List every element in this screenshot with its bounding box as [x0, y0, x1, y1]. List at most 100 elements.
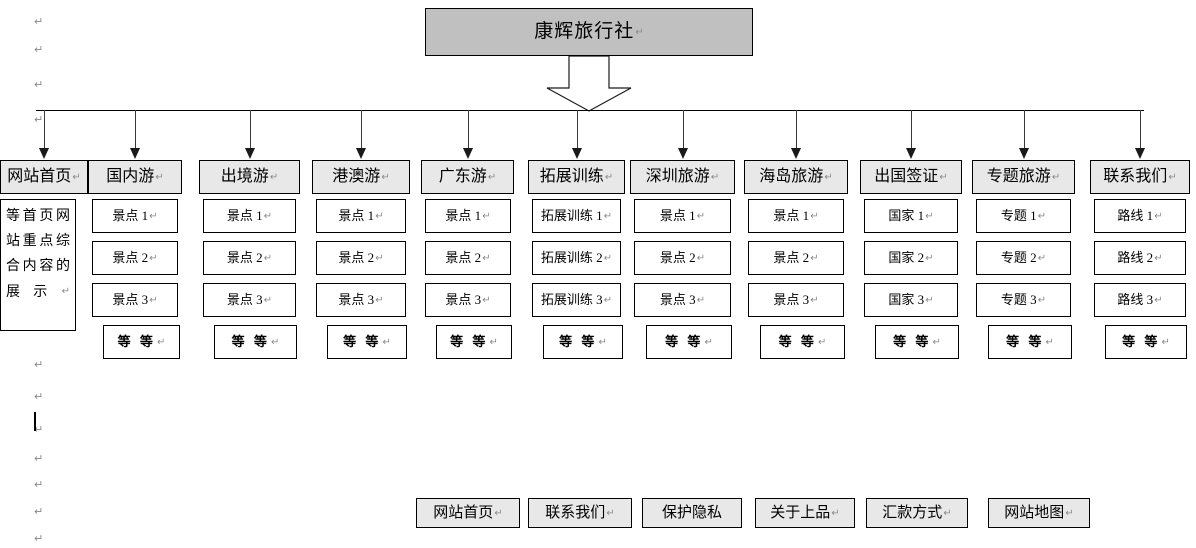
child-box-c4-r3[interactable]: 景点 3↵: [316, 283, 406, 317]
margin-paragraph-mark-icon: ↵: [34, 390, 44, 403]
paragraph-mark-icon: ↵: [489, 336, 498, 348]
footer-link-5[interactable]: 汇款方式↵: [866, 498, 968, 528]
paragraph-mark-icon: ↵: [810, 294, 819, 306]
child-box-c2-r2[interactable]: 景点 2↵: [92, 241, 178, 275]
margin-paragraph-mark-icon: ↵: [34, 478, 44, 491]
category-header-11[interactable]: 联系我们↵: [1090, 160, 1190, 194]
homepage-description-textbox[interactable]: 等首页网站重点综合内容的展示↵: [0, 199, 76, 331]
footer-link-2[interactable]: 联系我们↵: [528, 498, 632, 528]
margin-paragraph-mark-icon: ↵: [34, 423, 44, 436]
category-header-2[interactable]: 国内游↵: [88, 160, 182, 194]
child-box-c11-r3[interactable]: 路线 3↵: [1094, 283, 1186, 317]
paragraph-mark-icon: ↵: [696, 294, 706, 306]
child-box-c2-r3[interactable]: 景点 3↵: [92, 283, 178, 317]
child-box-c11-r1[interactable]: 路线 1↵: [1094, 199, 1186, 233]
child-box-label: 等 等: [1122, 333, 1161, 349]
child-box-c4-r4[interactable]: 等 等↵: [327, 325, 407, 359]
child-box-c7-r2[interactable]: 景点 2↵: [634, 241, 731, 275]
paragraph-mark-icon: ↵: [482, 252, 491, 264]
child-box-c8-r1[interactable]: 景点 1↵: [748, 199, 844, 233]
category-header-1[interactable]: 网站首页↵: [0, 160, 88, 194]
category-header-4[interactable]: 港澳游↵: [312, 160, 410, 194]
child-box-c5-r3[interactable]: 景点 3↵: [425, 283, 511, 317]
category-header-6[interactable]: 拓展训练↵: [528, 160, 625, 194]
child-box-c5-r1[interactable]: 景点 1↵: [425, 199, 511, 233]
paragraph-mark-icon: ↵: [375, 210, 384, 222]
child-box-label: 景点 3: [226, 291, 263, 307]
connector-stem: [577, 110, 578, 152]
category-header-label: 港澳游: [332, 168, 381, 186]
child-box-c3-r4[interactable]: 等 等↵: [214, 325, 297, 359]
root-node-kanghui-travel[interactable]: 康辉旅行社↵: [425, 8, 753, 56]
child-box-c5-r4[interactable]: 等 等↵: [436, 325, 512, 359]
footer-link-label: 汇款方式: [882, 504, 943, 521]
category-header-3[interactable]: 出境游↵: [199, 160, 300, 194]
category-header-7[interactable]: 深圳旅游↵: [630, 160, 735, 194]
category-header-label: 联系我们: [1103, 168, 1168, 186]
child-box-c2-r1[interactable]: 景点 1↵: [92, 199, 178, 233]
category-header-5[interactable]: 广东游↵: [421, 160, 514, 194]
child-box-c8-r4[interactable]: 等 等↵: [760, 325, 845, 359]
child-box-c7-r1[interactable]: 景点 1↵: [634, 199, 731, 233]
margin-paragraph-mark-icon: ↵: [34, 452, 44, 465]
child-box-c3-r2[interactable]: 景点 2↵: [203, 241, 296, 275]
child-box-c8-r2[interactable]: 景点 2↵: [748, 241, 844, 275]
paragraph-mark-icon: ↵: [482, 294, 491, 306]
child-box-c3-r1[interactable]: 景点 1↵: [203, 199, 296, 233]
child-box-label: 景点 2: [112, 249, 149, 265]
child-box-label: 专题 2: [1000, 249, 1037, 265]
category-header-9[interactable]: 出国签证↵: [860, 160, 962, 194]
paragraph-mark-icon: ↵: [375, 252, 384, 264]
paragraph-mark-icon: ↵: [149, 252, 158, 264]
paragraph-mark-icon: ↵: [494, 507, 503, 519]
child-box-c9-r4[interactable]: 等 等↵: [875, 325, 959, 359]
paragraph-mark-icon: ↵: [487, 171, 497, 183]
paragraph-mark-icon: ↵: [72, 171, 81, 183]
child-box-label: 景点 1: [112, 207, 149, 223]
paragraph-mark-icon: ↵: [263, 210, 273, 222]
child-box-c5-r2[interactable]: 景点 2↵: [425, 241, 511, 275]
paragraph-mark-icon: ↵: [1037, 252, 1047, 264]
child-box-c6-r4[interactable]: 等 等↵: [543, 325, 623, 359]
connector-stem: [468, 110, 469, 152]
child-box-c9-r2[interactable]: 国家 2↵: [864, 241, 958, 275]
child-box-c6-r2[interactable]: 拓展训练 2↵: [532, 241, 621, 275]
child-box-c9-r1[interactable]: 国家 1↵: [864, 199, 958, 233]
paragraph-mark-icon: ↵: [710, 171, 720, 183]
footer-link-1[interactable]: 网站首页↵: [416, 498, 520, 528]
category-header-8[interactable]: 海岛旅游↵: [744, 160, 848, 194]
paragraph-mark-icon: ↵: [1045, 336, 1054, 348]
child-box-c4-r1[interactable]: 景点 1↵: [316, 199, 406, 233]
child-box-c7-r3[interactable]: 景点 3↵: [634, 283, 731, 317]
root-node-label: 康辉旅行社: [534, 20, 635, 42]
margin-paragraph-mark-icon: ↵: [34, 43, 44, 56]
child-box-c8-r3[interactable]: 景点 3↵: [748, 283, 844, 317]
child-box-c10-r4[interactable]: 等 等↵: [988, 325, 1072, 359]
child-box-c10-r1[interactable]: 专题 1↵: [976, 199, 1071, 233]
child-box-c9-r3[interactable]: 国家 3↵: [864, 283, 958, 317]
child-box-c10-r2[interactable]: 专题 2↵: [976, 241, 1071, 275]
footer-link-6[interactable]: 网站地图↵: [988, 498, 1090, 528]
connector-arrowhead-icon: [678, 148, 688, 159]
footer-link-4[interactable]: 关于上品↵: [755, 498, 855, 528]
child-box-label: 景点 2: [226, 249, 263, 265]
paragraph-mark-icon: ↵: [810, 210, 819, 222]
child-box-c10-r3[interactable]: 专题 3↵: [976, 283, 1071, 317]
category-header-10[interactable]: 专题旅游↵: [972, 160, 1075, 194]
child-box-label: 国家 2: [888, 249, 925, 265]
child-box-c4-r2[interactable]: 景点 2↵: [316, 241, 406, 275]
footer-link-label: 关于上品: [770, 504, 831, 521]
child-box-c6-r1[interactable]: 拓展训练 1↵: [532, 199, 621, 233]
homepage-description-text: 等首页网站重点综合内容的展示: [6, 209, 70, 300]
child-box-c3-r3[interactable]: 景点 3↵: [203, 283, 296, 317]
child-box-c2-r4[interactable]: 等 等↵: [103, 325, 180, 359]
margin-paragraph-mark-icon: ↵: [34, 78, 44, 91]
child-box-c6-r3[interactable]: 拓展训练 3↵: [532, 283, 621, 317]
paragraph-mark-icon: ↵: [1154, 252, 1163, 264]
paragraph-mark-icon: ↵: [1037, 294, 1047, 306]
paragraph-mark-icon: ↵: [704, 336, 713, 348]
child-box-c7-r4[interactable]: 等 等↵: [646, 325, 732, 359]
footer-link-3[interactable]: 保护隐私: [642, 498, 742, 528]
child-box-c11-r4[interactable]: 等 等↵: [1105, 325, 1187, 359]
child-box-c11-r2[interactable]: 路线 2↵: [1094, 241, 1186, 275]
